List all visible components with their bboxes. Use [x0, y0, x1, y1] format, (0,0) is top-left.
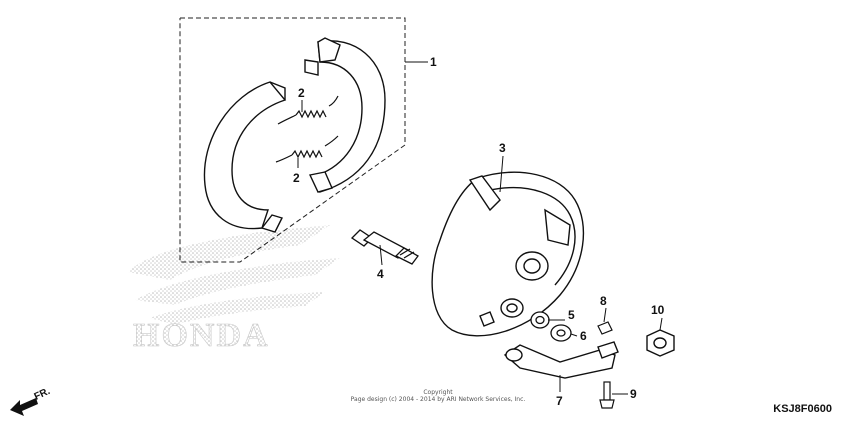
oil-seal[interactable] — [530, 311, 550, 329]
callout-6: 6 — [580, 329, 587, 343]
arrow-icon — [10, 398, 38, 416]
callouts: 1 2 2 3 4 5 6 7 8 9 10 — [293, 55, 665, 408]
brake-arm-pin[interactable] — [597, 321, 613, 335]
brake-shoe-set[interactable] — [203, 37, 386, 233]
callout-4: 4 — [377, 267, 384, 281]
callout-5: 5 — [568, 308, 575, 322]
callout-8: 8 — [600, 294, 607, 308]
brake-shoe-assembly-box — [179, 17, 406, 263]
brake-panel[interactable] — [431, 171, 585, 337]
callout-2b: 2 — [293, 171, 300, 185]
direction-label: FR. — [33, 386, 52, 403]
callout-9: 9 — [630, 387, 637, 401]
brake-shoe-spring-upper[interactable] — [277, 95, 339, 125]
copyright-notice: Copyright Page design (c) 2004 - 2014 by… — [338, 389, 538, 403]
honda-watermark-text: HONDA — [133, 317, 270, 354]
leader-lines — [297, 61, 663, 395]
copyright-text: Page design (c) 2004 - 2014 by ARI Netwo… — [350, 396, 526, 403]
diagram-code: KSJ8F0600 — [773, 403, 832, 415]
callout-2a: 2 — [298, 86, 305, 100]
hex-nut[interactable] — [646, 329, 675, 357]
callout-3: 3 — [499, 141, 506, 155]
brake-shoe-spring-lower[interactable] — [275, 135, 339, 163]
callout-1: 1 — [430, 55, 437, 69]
brake-arm-bolt[interactable] — [599, 381, 615, 409]
brake-cam-shaft[interactable] — [350, 229, 419, 265]
callout-7: 7 — [556, 394, 563, 408]
wear-indicator-plate[interactable] — [550, 324, 572, 342]
honda-wing-logo — [128, 225, 340, 325]
brake-arm[interactable] — [503, 341, 619, 379]
callout-10: 10 — [651, 303, 665, 317]
front-direction-indicator: FR. — [10, 386, 52, 416]
copyright-title: Copyright — [423, 389, 453, 396]
